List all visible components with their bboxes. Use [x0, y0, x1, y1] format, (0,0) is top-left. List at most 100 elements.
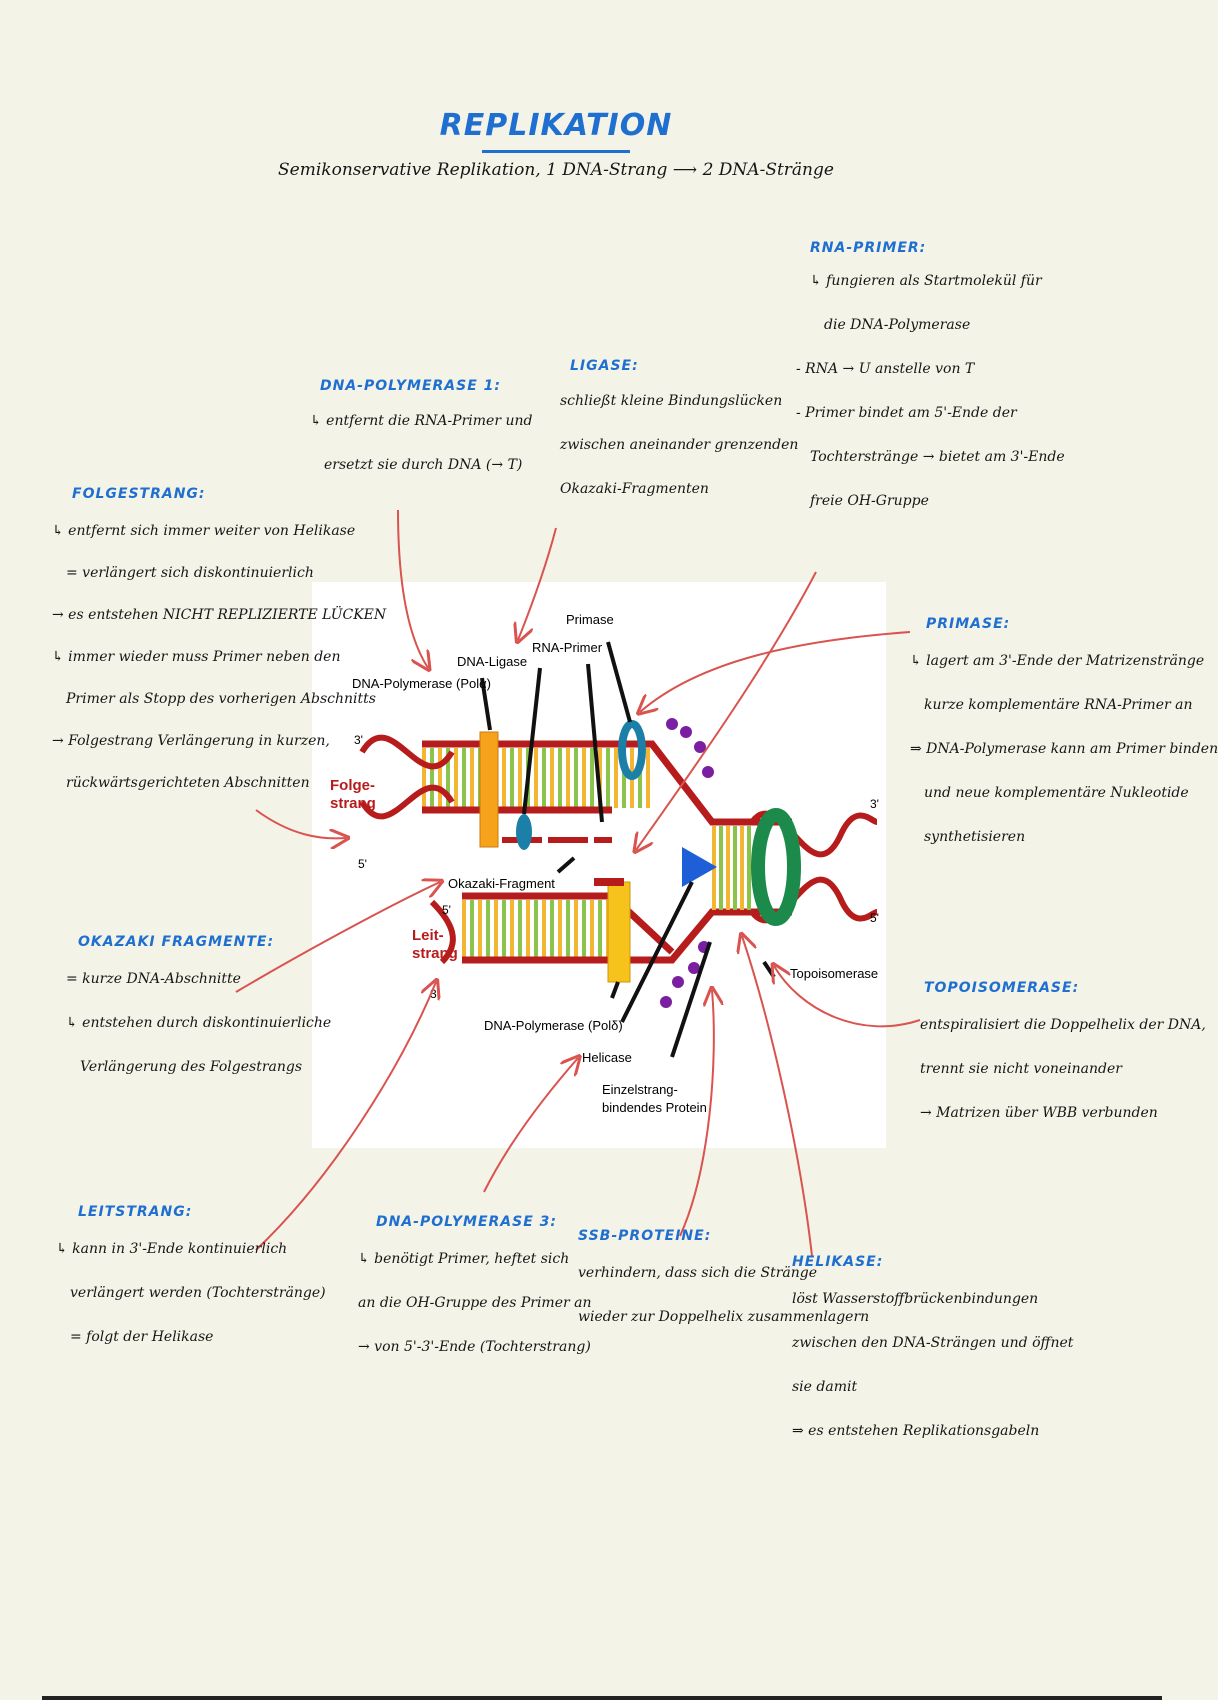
helicase-shape: [682, 847, 717, 887]
note-heading: LEITSTRANG:: [78, 1204, 193, 1220]
note-line: ↳ entfernt die RNA-Primer und: [310, 413, 533, 429]
base-pair: [582, 900, 586, 958]
arrow-leitstrang: [255, 982, 436, 1251]
primase-shape: [618, 720, 646, 780]
note-line: ⇒ es entstehen Replikationsgabeln: [792, 1423, 1040, 1439]
arrow-folgestrang: [255, 809, 346, 838]
arrow-ligase: [518, 527, 557, 640]
note-line: → Matrizen über WBB verbunden: [920, 1105, 1158, 1121]
base-pair: [582, 748, 586, 808]
title-underline: [482, 150, 630, 153]
note-line: entspiralisiert die Doppelhelix der DNA,: [920, 1017, 1206, 1033]
arrow-helikase: [742, 936, 813, 1257]
replication-fork-illustration: Primase DNA-Ligase RNA-Primer DNA-Polyme…: [330, 612, 879, 1115]
base-pair: [550, 748, 554, 808]
note-line: ↳ kann in 3'-Ende kontinuierlich: [56, 1241, 288, 1257]
note-line: ↳ benötigt Primer, heftet sich: [358, 1251, 570, 1267]
note-folgestrang: FOLGESTRANG: ↳ entfernt sich immer weite…: [52, 486, 386, 794]
page-subtitle: Semikonservative Replikation, 1 DNA-Stra…: [278, 160, 834, 180]
note-line: Tochterstränge → bietet am 3'-Ende: [810, 449, 1065, 465]
polymerase-cap: [594, 878, 624, 886]
dna-ligase-shape: [516, 814, 532, 850]
note-line: Verlängerung des Folgestrangs: [80, 1059, 303, 1075]
base-pair: [747, 826, 751, 910]
base-pair: [646, 748, 650, 808]
base-pair: [502, 900, 506, 958]
base-pair: [502, 748, 506, 808]
dna-polymerase-alpha-shape: [479, 731, 499, 848]
label-ssb-2: bindendes Protein: [602, 1100, 707, 1115]
note-line: ersetzt sie durch DNA (→ T): [324, 457, 523, 473]
note-line: = folgt der Helikase: [70, 1329, 214, 1345]
label-ssb-1: Einzelstrang-: [602, 1082, 678, 1097]
label-end-5-top: 5': [358, 857, 367, 871]
note-line: trennt sie nicht voneinander: [920, 1061, 1122, 1077]
note-line: und neue komplementäre Nukleotide: [924, 785, 1189, 801]
base-pair: [438, 748, 442, 808]
base-pair: [470, 748, 474, 808]
base-pair: [550, 900, 554, 958]
note-heading: FOLGESTRANG:: [72, 486, 206, 502]
note-line: rückwärtsgerichteten Abschnitten: [66, 775, 310, 791]
note-heading: TOPOISOMERASE:: [924, 980, 1080, 996]
base-pair: [558, 748, 562, 808]
base-pair: [542, 900, 546, 958]
base-pair: [430, 748, 434, 808]
label-leitstrang-1: Leit-: [412, 927, 444, 944]
base-pair: [462, 748, 466, 808]
bottom-rule: [42, 1696, 1162, 1700]
note-dna-polymerase-1: DNA-POLYMERASE 1: ↳ entfernt die RNA-Pri…: [310, 378, 532, 476]
base-pair: [462, 900, 466, 958]
label-end-3-right: 3': [870, 797, 879, 811]
base-pair: [510, 900, 514, 958]
label-primase: Primase: [566, 612, 614, 627]
arrow-ssb: [679, 990, 714, 1237]
arrow-okazaki: [235, 882, 440, 993]
note-line: wieder zur Doppelhelix zusammenlagern: [578, 1309, 870, 1325]
page-title: REPLIKATION: [439, 108, 673, 143]
note-leitstrang: LEITSTRANG: ↳ kann in 3'-Ende kontinuier…: [56, 1204, 326, 1348]
base-pair: [422, 748, 426, 808]
base-pair: [726, 826, 730, 910]
base-pair: [478, 900, 482, 958]
label-folgestrang-1: Folge-: [330, 777, 375, 794]
base-pair: [606, 748, 610, 808]
base-pair: [574, 900, 578, 958]
base-pair: [518, 900, 522, 958]
note-line: - RNA → U anstelle von T: [796, 361, 975, 377]
note-line: → Folgestrang Verlängerung in kurzen,: [52, 733, 330, 749]
label-dna-pol-delta: DNA-Polymerase (Polδ): [484, 1018, 623, 1033]
note-line: synthetisieren: [924, 829, 1026, 845]
label-leitstrang-2: strang: [412, 945, 458, 962]
note-rna-primer: RNA-PRIMER: ↳ fungieren als Startmolekül…: [796, 240, 1065, 512]
base-pair: [598, 900, 602, 958]
note-dna-polymerase-3: DNA-POLYMERASE 3: ↳ benötigt Primer, hef…: [358, 1214, 592, 1358]
note-heading: SSB-PROTEINE:: [578, 1228, 712, 1244]
note-line: zwischen den DNA-Strängen und öffnet: [792, 1335, 1074, 1351]
label-end-5-mid: 5': [442, 903, 451, 917]
note-line: Primer als Stopp des vorherigen Abschnit…: [66, 691, 376, 707]
base-pair: [494, 900, 498, 958]
note-heading: LIGASE:: [570, 358, 639, 374]
note-line: sie damit: [792, 1379, 858, 1395]
note-heading: DNA-POLYMERASE 1:: [320, 378, 501, 394]
base-pair: [470, 900, 474, 958]
note-line: = verlängert sich diskontinuierlich: [66, 565, 314, 581]
base-pair: [534, 748, 538, 808]
note-line: kurze komplementäre RNA-Primer an: [924, 697, 1193, 713]
note-line: schließt kleine Bindungslücken: [560, 393, 783, 409]
note-heading: RNA-PRIMER:: [810, 240, 927, 256]
base-pair: [534, 900, 538, 958]
arrow-dna-pol-1: [397, 509, 428, 668]
label-dna-ligase: DNA-Ligase: [457, 654, 527, 669]
note-line: ↳ fungieren als Startmolekül für: [810, 273, 1042, 289]
label-folgestrang-2: strang: [330, 795, 376, 812]
note-line: löst Wasserstoffbrückenbindungen: [792, 1291, 1039, 1307]
note-line: freie OH-Gruppe: [810, 493, 929, 509]
note-helikase: HELIKASE: löst Wasserstoffbrückenbindung…: [792, 1254, 1073, 1442]
note-line: zwischen aneinander grenzenden: [560, 437, 799, 453]
base-pair: [566, 748, 570, 808]
arrow-dna-pol-3: [483, 1058, 578, 1193]
label-end-5-right: 5': [870, 911, 879, 925]
